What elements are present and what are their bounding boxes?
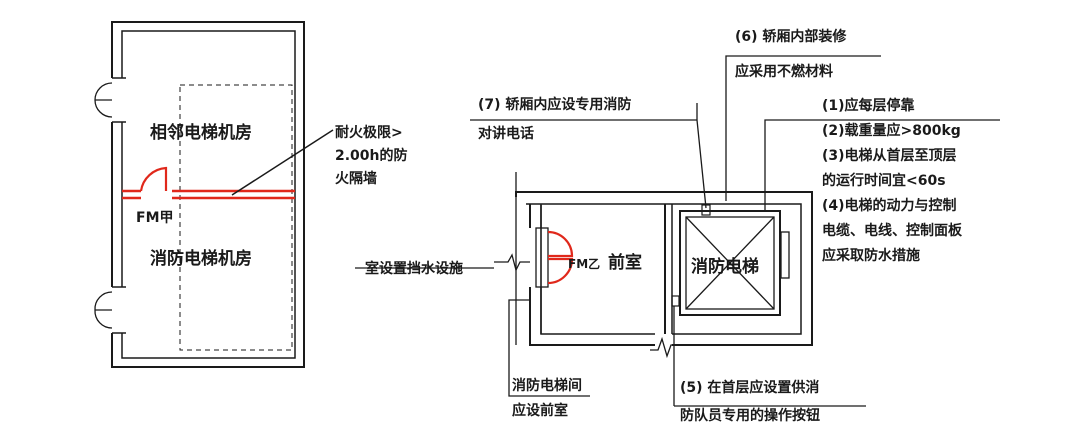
- drainage-note: 室设置挡水设施: [365, 260, 463, 277]
- note-1-4-line-5: (4)电梯的动力与控制: [822, 197, 957, 214]
- note-6-line-2: 应采用不燃材料: [735, 63, 833, 80]
- counterweight: [780, 231, 790, 279]
- elevator-cross-b: [685, 216, 775, 310]
- fire-partition-wall: [122, 166, 295, 200]
- top-door-gap: [108, 78, 126, 122]
- anteroom-door-label: FM乙: [568, 257, 600, 271]
- wall-note-line-3: 火隔墙: [335, 170, 377, 187]
- anteroom-note-line-2: 应设前室: [512, 402, 568, 419]
- top-double-door-swing: [94, 82, 113, 118]
- note-5-line-1: (5) 在首层应设置供消: [680, 379, 819, 396]
- operation-button-box: [671, 295, 680, 307]
- room-label-fire: 消防电梯机房: [150, 248, 252, 269]
- machine-room-outer-wall: [111, 21, 305, 368]
- fire-door-swing: [139, 166, 168, 192]
- wall-note-leader: [231, 129, 334, 196]
- room-label-adjacent: 相邻电梯机房: [150, 122, 252, 143]
- bottom-door-gap: [108, 287, 126, 333]
- wall-note-line-1: 耐火极限>: [335, 124, 403, 141]
- left-plan: [94, 21, 305, 368]
- bottom-double-door-swing: [94, 291, 113, 329]
- anteroom-fire-door-swing: [547, 230, 574, 285]
- right-plan: [494, 172, 813, 359]
- note-5-line-2: 防队员专用的操作按钮: [680, 407, 820, 424]
- note-1-4-line-4: 的运行时间宜<60s: [822, 172, 946, 189]
- note-6-line-1: (6) 轿厢内部装修: [735, 28, 847, 45]
- note-1-4-line-2: (2)载重量应>800kg: [822, 122, 961, 139]
- wall-note-line-2: 2.00h的防: [335, 147, 408, 164]
- note-leaders: [355, 55, 1000, 407]
- fire-door-label: FM甲: [136, 210, 174, 226]
- note-7-line-1: (7) 轿厢内应设专用消防: [478, 96, 631, 113]
- machine-room-inner-wall: [121, 30, 296, 359]
- shaft-dashed-outline: [179, 84, 293, 351]
- leader-break-symbol: [494, 253, 530, 272]
- elevator-car-inner: [685, 216, 775, 310]
- note-1-4-line-1: (1)应每层停靠: [822, 97, 915, 114]
- note-1-4-line-7: 应采取防水措施: [822, 247, 920, 264]
- elevator-car-outer: [679, 210, 781, 316]
- note-7-line-2: 对讲电话: [478, 125, 534, 142]
- note-1-4-line-6: 电缆、电线、控制面板: [822, 222, 963, 239]
- anteroom-label: 前室: [608, 252, 642, 273]
- wall-break-symbol: [650, 336, 680, 359]
- anteroom-note-line-1: 消防电梯间: [512, 377, 582, 394]
- note-1-4-line-3: (3)电梯从首层至顶层: [822, 147, 957, 164]
- elevator-label: 消防电梯: [691, 256, 759, 277]
